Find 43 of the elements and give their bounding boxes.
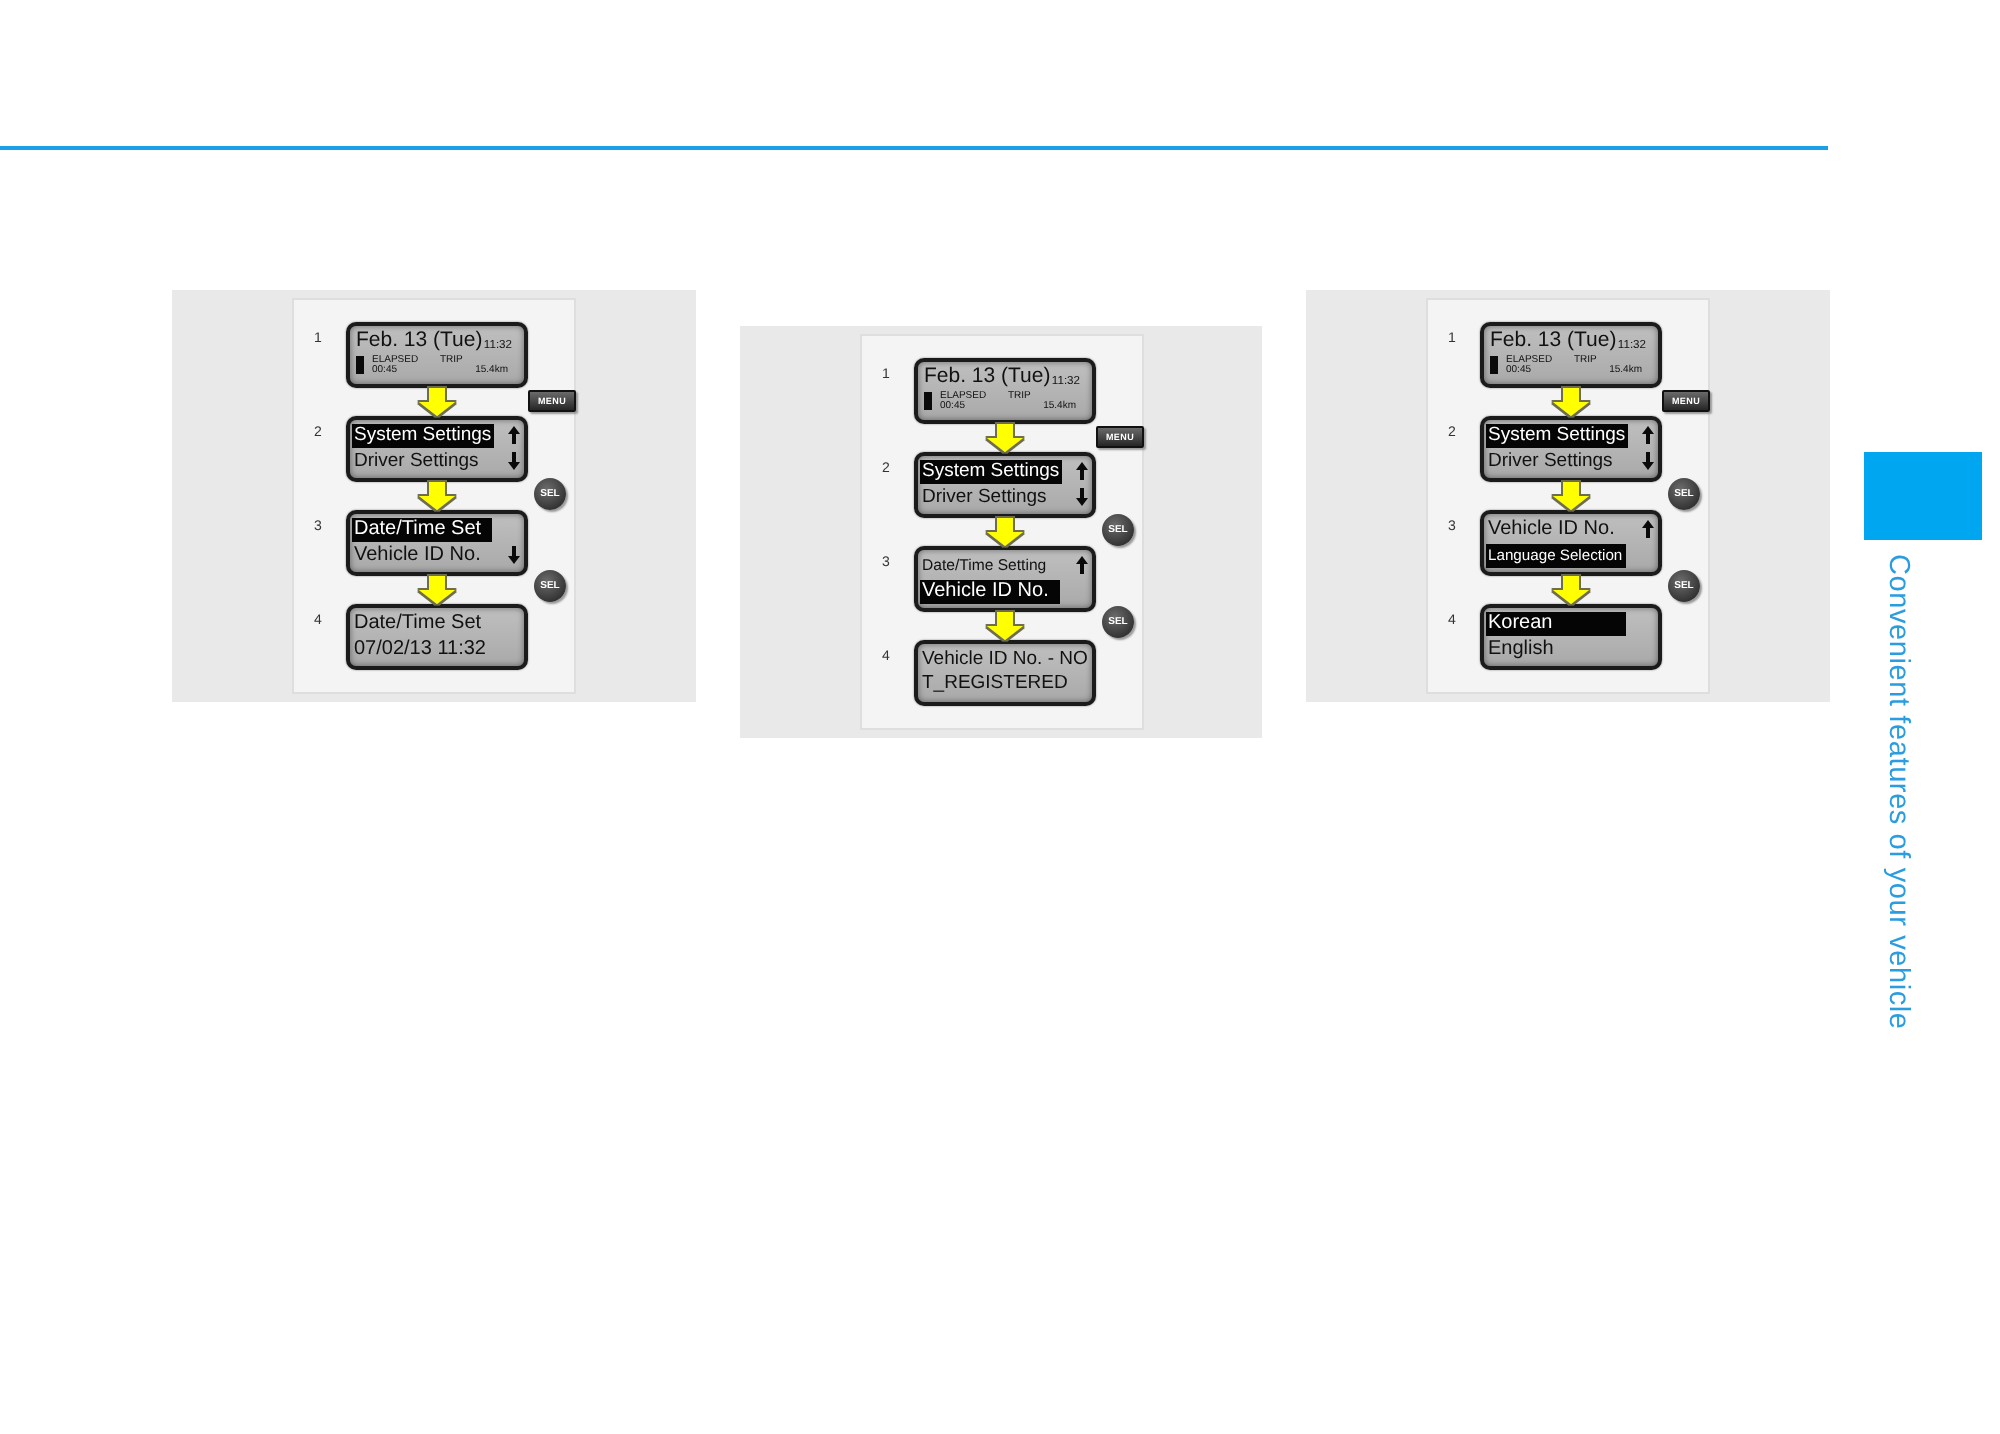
highlighted-menu-item: Korean	[1486, 612, 1626, 635]
highlighted-menu-item: System Settings	[352, 424, 494, 447]
lcd-screen	[346, 322, 528, 388]
display-text: Date/Time Set	[354, 612, 482, 635]
lcd-screen	[914, 358, 1096, 424]
flow-arrow	[1553, 576, 1589, 604]
lcd-screen	[914, 452, 1096, 518]
lcd-screen	[914, 640, 1096, 706]
display-text: Feb. 13 (Tue)	[356, 328, 483, 354]
flow-arrow	[1553, 482, 1589, 510]
flow-arrow	[419, 576, 455, 604]
lcd-screen	[1480, 322, 1662, 388]
flow-arrow	[1553, 388, 1589, 416]
figure-panel	[740, 326, 1262, 738]
lcd-screen	[346, 416, 528, 482]
flow-arrow	[987, 518, 1023, 546]
highlighted-menu-item: Vehicle ID No.	[920, 580, 1060, 603]
lcd-screen	[1480, 604, 1662, 670]
figure-panel	[1306, 290, 1830, 702]
highlighted-menu-item: System Settings	[920, 460, 1062, 483]
figure-panel	[172, 290, 696, 702]
flow-arrow	[987, 612, 1023, 640]
flow-arrow	[419, 482, 455, 510]
lcd-screen	[914, 546, 1096, 612]
section-title: Convenient features of your vehicle	[1882, 554, 1914, 1030]
display-text: Feb. 13 (Tue)	[1490, 328, 1617, 354]
lcd-screen	[1480, 510, 1662, 576]
display-text: English	[1488, 638, 1554, 661]
lcd-screen	[346, 604, 528, 670]
flow-arrow	[419, 388, 455, 416]
display-text: 07/02/13 11:32	[354, 638, 486, 661]
display-text: Driver Settings	[354, 450, 479, 473]
display-text: Feb. 13 (Tue)	[924, 364, 1051, 390]
display-text: Driver Settings	[922, 486, 1047, 509]
display-text: Vehicle ID No.	[354, 544, 481, 567]
highlighted-menu-item: System Settings	[1486, 424, 1628, 447]
display-text: Vehicle ID No. - NO T_REGISTERED	[922, 648, 1090, 696]
flow-arrow	[987, 424, 1023, 452]
display-text: Vehicle ID No.	[1488, 518, 1615, 541]
display-text: Driver Settings	[1488, 450, 1613, 473]
highlighted-menu-item: Date/Time Set	[352, 518, 492, 541]
lcd-screen	[346, 510, 528, 576]
lcd-screen	[1480, 416, 1662, 482]
